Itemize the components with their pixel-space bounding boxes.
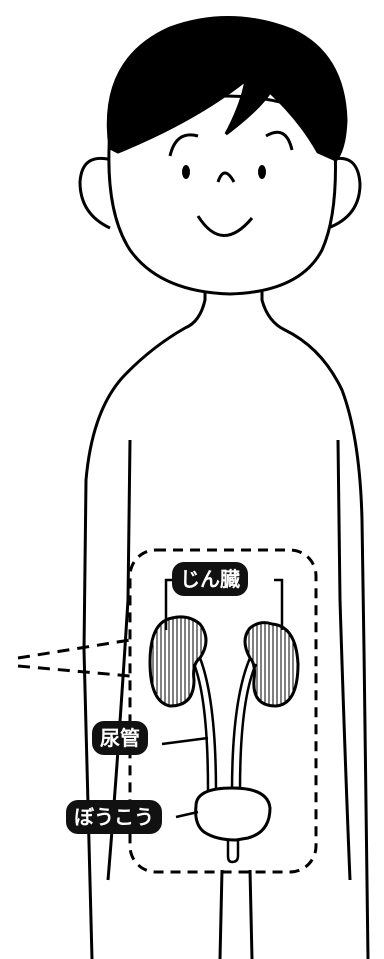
- bladder: [194, 786, 272, 842]
- left-ureter: [192, 657, 218, 793]
- kidney-label-bracket: [164, 578, 284, 630]
- nose: [216, 171, 236, 183]
- body-outline: [82, 282, 370, 959]
- left-kidney: [148, 615, 208, 708]
- ureter-pointer-line: [161, 736, 209, 746]
- right-eye: [258, 165, 266, 179]
- hair: [106, 16, 348, 162]
- mouth: [196, 215, 254, 237]
- right-ureter: [230, 657, 258, 793]
- urethra: [226, 840, 240, 864]
- bladder-label: ぼうこう: [66, 800, 162, 834]
- ureter-label: 尿管: [92, 721, 148, 755]
- lead-line-upper: [17, 638, 131, 660]
- left-eye: [182, 165, 190, 179]
- lead-line-lower: [17, 664, 131, 678]
- left-eyebrow: [168, 133, 199, 157]
- leg-line: [218, 869, 254, 959]
- right-kidney: [243, 621, 300, 708]
- right-arm-line: [336, 439, 352, 881]
- bladder-pointer-line: [175, 810, 199, 819]
- urinary-system-region: [128, 548, 318, 874]
- kidney-label: じん臓: [172, 562, 248, 596]
- right-eyebrow: [265, 130, 294, 151]
- left-ear: [78, 156, 113, 230]
